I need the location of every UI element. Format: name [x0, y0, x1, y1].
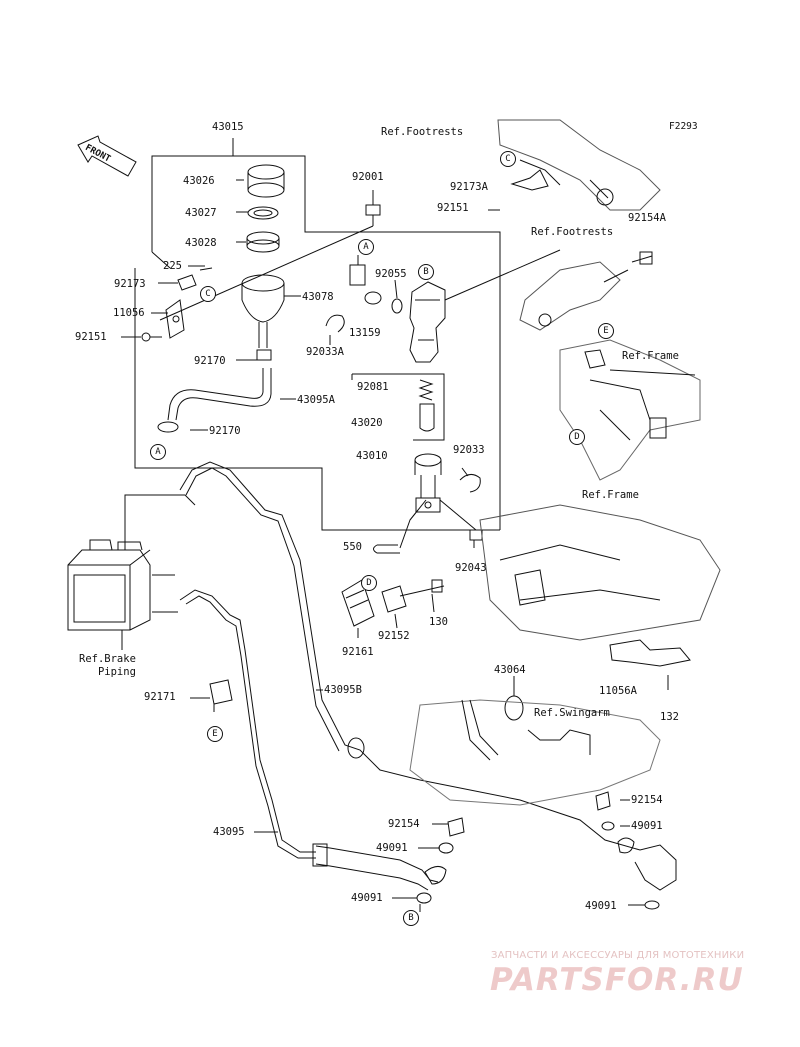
part-13159: 13159	[349, 327, 381, 339]
part-43015: 43015	[212, 121, 244, 133]
reservoir-cap-shape	[247, 164, 285, 180]
part-550: 550	[343, 541, 362, 553]
ref-footrests-1: Ref.Footrests	[381, 126, 464, 138]
part-43095A: 43095A	[297, 394, 335, 406]
group-bracket-right	[233, 155, 501, 530]
callout-e-left: E	[207, 726, 223, 742]
part-43028: 43028	[185, 237, 217, 249]
part-43010: 43010	[356, 450, 388, 462]
part-49091-c: 49091	[351, 892, 383, 904]
part-92033: 92033	[453, 444, 485, 456]
part-92161: 92161	[342, 646, 374, 658]
group-bracket-43015	[151, 138, 234, 269]
watermark-logo: PARTSFOR.RU	[490, 962, 744, 998]
part-92170-b: 92170	[209, 425, 241, 437]
part-43020: 43020	[351, 417, 383, 429]
part-92043: 92043	[455, 562, 487, 574]
callout-c-left: C	[200, 286, 216, 302]
subgroup-box-43020	[352, 373, 445, 441]
part-225: 225	[163, 260, 182, 272]
ref-footrests-2: Ref.Footrests	[531, 226, 614, 238]
part-49091-b: 49091	[631, 820, 663, 832]
part-92151: 92151	[75, 331, 107, 343]
part-132: 132	[660, 711, 679, 723]
front-arrow-shape	[77, 135, 137, 177]
ref-brake-piping: Ref.Brake Piping	[79, 653, 136, 678]
part-92154A: 92154A	[628, 212, 666, 224]
callout-b-top: B	[418, 264, 434, 280]
ref-frame-2: Ref.Frame	[582, 489, 639, 501]
part-92055: 92055	[375, 268, 407, 280]
callout-c-right: C	[500, 151, 516, 167]
callout-b-bottom: B	[403, 910, 419, 926]
diagram-code: F2293	[669, 121, 698, 132]
group-bracket-lower	[134, 268, 500, 531]
callout-d-left: D	[361, 575, 377, 591]
part-92081: 92081	[357, 381, 389, 393]
part-92152: 92152	[378, 630, 410, 642]
part-43078: 43078	[302, 291, 334, 303]
part-43027: 43027	[185, 207, 217, 219]
part-43064: 43064	[494, 664, 526, 676]
part-92001: 92001	[352, 171, 384, 183]
callout-a-bottom: A	[150, 444, 166, 460]
part-43026: 43026	[183, 175, 215, 187]
part-92154: 92154	[388, 818, 420, 830]
part-43095: 43095	[213, 826, 245, 838]
callout-d-right: D	[569, 429, 585, 445]
part-92154-b: 92154	[631, 794, 663, 806]
part-92170-a: 92170	[194, 355, 226, 367]
part-92033A: 92033A	[306, 346, 344, 358]
part-92173: 92173	[114, 278, 146, 290]
part-92151-b: 92151	[437, 202, 469, 214]
part-11056: 11056	[113, 307, 145, 319]
part-43095B: 43095B	[324, 684, 362, 696]
watermark-tagline: ЗАПЧАСТИ И АКСЕССУАРЫ ДЛЯ МОТОТЕХНИКИ	[491, 950, 745, 961]
callout-e-right: E	[598, 323, 614, 339]
ref-swingarm: Ref.Swingarm	[534, 707, 610, 719]
part-92171: 92171	[144, 691, 176, 703]
callout-a-top: A	[358, 239, 374, 255]
part-11056A: 11056A	[599, 685, 637, 697]
ref-frame-1: Ref.Frame	[622, 350, 679, 362]
part-49091-a: 49091	[376, 842, 408, 854]
part-49091-d: 49091	[585, 900, 617, 912]
part-92173A: 92173A	[450, 181, 488, 193]
part-130: 130	[429, 616, 448, 628]
